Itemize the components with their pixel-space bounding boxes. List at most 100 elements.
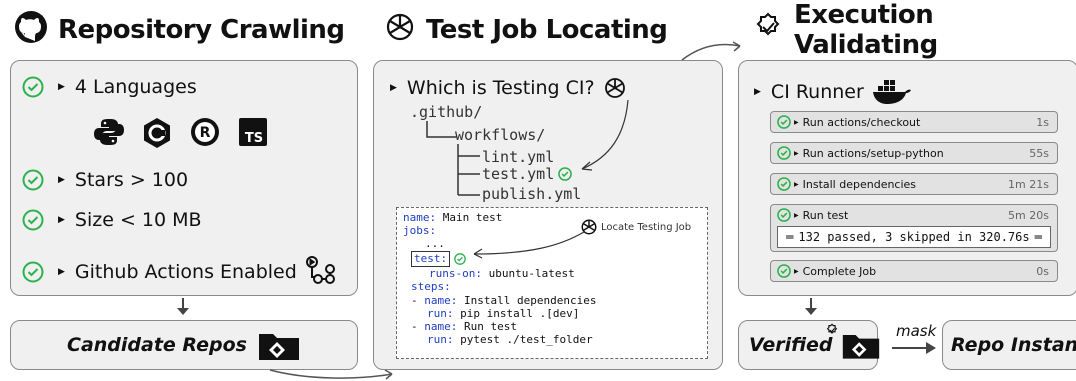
- curved-arrow-icon: [581, 99, 629, 171]
- check-icon: [777, 146, 791, 160]
- test-result-text: 132 passed, 3 skipped in 320.76s: [798, 230, 1030, 244]
- criterion-stars: ▶ Stars > 100: [22, 169, 188, 191]
- bullet-icon: ▶: [794, 118, 799, 126]
- code-key: runs-on:: [429, 267, 482, 280]
- tree-test: test.yml: [482, 165, 573, 183]
- code-key: name:: [403, 211, 437, 224]
- code-key: run:: [427, 307, 454, 320]
- down-arrow-icon: [805, 298, 817, 315]
- code-line-6: steps:: [411, 280, 451, 294]
- test-job-key: test:: [411, 251, 451, 267]
- heading-text: Repository Crawling: [58, 15, 345, 45]
- testing-ci-question: ▶ Which is Testing CI?: [384, 76, 627, 100]
- verified-label: Verified: [749, 334, 833, 356]
- criterion-label: Stars > 100: [74, 169, 189, 191]
- locate-arrow-icon: [473, 231, 585, 259]
- mask-label: mask: [896, 322, 937, 340]
- check-icon: [22, 261, 44, 283]
- python-icon: [92, 115, 126, 149]
- code-key: name:: [424, 320, 458, 333]
- step-label: Install dependencies: [802, 177, 917, 191]
- code-value: Run test: [457, 320, 517, 333]
- bullet-icon: ▶: [794, 267, 799, 275]
- criterion-label: 4 Languages: [74, 76, 197, 98]
- code-line-3: ...: [425, 237, 445, 251]
- code-value: pip install .[dev]: [453, 307, 580, 320]
- openai-icon: [603, 76, 627, 100]
- code-key: steps:: [411, 280, 451, 293]
- tree-lint: lint.yml: [482, 148, 555, 166]
- question-label: Which is Testing CI?: [406, 77, 595, 99]
- code-line-1: name: Main test: [403, 211, 502, 225]
- step-label: Run actions/checkout: [802, 115, 921, 129]
- openai-icon: [580, 218, 598, 236]
- step-label: Run actions/setup-python: [802, 146, 944, 160]
- verified-badge-icon: [752, 11, 784, 50]
- tree-workflows: workflows/: [455, 126, 546, 144]
- step-time: 55s: [1029, 146, 1049, 160]
- code-key: name:: [424, 294, 458, 307]
- code-line-8: run: pip install .[dev]: [427, 307, 579, 321]
- docker-icon: [872, 78, 912, 106]
- code-key: jobs:: [403, 224, 437, 237]
- verified-box: Verified: [738, 320, 881, 370]
- code-line-2: jobs:: [403, 224, 436, 238]
- flow-arrow-top: [681, 41, 741, 61]
- code-line-4: test:: [411, 251, 466, 267]
- step-time: 0s: [1036, 264, 1049, 278]
- bullet-icon: ▶: [754, 87, 761, 97]
- code-line-7: - name: Install dependencies: [411, 294, 596, 308]
- rust-icon: R: [188, 115, 222, 149]
- check-icon: [777, 115, 791, 129]
- code-dash: -: [411, 320, 425, 333]
- runner-label: CI Runner: [770, 81, 864, 103]
- step-time: 1s: [1036, 115, 1049, 129]
- code-line-5: runs-on: ubuntu-latest: [429, 267, 575, 281]
- ci-runner: ▶ CI Runner: [748, 78, 912, 106]
- criterion-actions: ▶ Github Actions Enabled: [22, 254, 339, 290]
- check-icon: [777, 177, 791, 191]
- repo-folder-icon: [841, 329, 881, 361]
- flow-arrow-bottom: [269, 369, 393, 380]
- check-icon: [22, 209, 44, 231]
- test-result-box: ═ 132 passed, 3 skipped in 320.76s ═: [777, 226, 1051, 248]
- check-icon: [22, 169, 44, 191]
- result-rule-icon: ═: [786, 230, 794, 244]
- code-value: Install dependencies: [457, 294, 597, 307]
- ci-step-run-test: ▶ Run test 5m 20s ═ 132 passed, 3 skippe…: [770, 204, 1058, 252]
- candidate-label: Candidate Repos: [67, 334, 247, 356]
- verified-badge-icon: [825, 323, 839, 337]
- bullet-icon: ▶: [58, 175, 65, 185]
- openai-icon: [384, 11, 416, 50]
- svg-text:TS: TS: [245, 131, 263, 146]
- bullet-icon: ▶: [58, 267, 65, 277]
- check-icon: [558, 167, 573, 181]
- typescript-icon: TS: [236, 115, 270, 149]
- repo-folder-icon: [257, 328, 301, 362]
- ci-step-complete: ▶ Complete Job 0s: [770, 260, 1058, 282]
- repo-instance-box: Repo Instance: [942, 320, 1076, 370]
- code-key: run:: [427, 333, 454, 346]
- code-dash: -: [411, 294, 425, 307]
- tree-github: .github/: [410, 103, 483, 121]
- code-value: pytest ./test_folder: [453, 333, 593, 346]
- criterion-label: Github Actions Enabled: [74, 261, 297, 283]
- code-value: Main test: [436, 211, 503, 224]
- down-arrow-icon: [177, 298, 189, 315]
- code-line-9: - name: Run test: [411, 320, 517, 334]
- svg-text:R: R: [200, 125, 211, 141]
- tree-publish: publish.yml: [482, 185, 582, 203]
- criterion-label: Size < 10 MB: [74, 209, 202, 231]
- step-label: Run test: [802, 208, 849, 222]
- step-label: Complete Job: [802, 264, 877, 278]
- heading-execution-validating: Execution Validating: [752, 0, 1076, 60]
- check-icon: [777, 208, 791, 222]
- workflow-yaml-box: name: Main test jobs: ... test: runs-on:…: [396, 207, 708, 359]
- result-rule-icon: ═: [1034, 230, 1042, 244]
- locate-label: Locate Testing Job: [601, 221, 692, 233]
- bullet-icon: ▶: [794, 149, 799, 157]
- code-line-10: run: pytest ./test_folder: [427, 333, 593, 347]
- tree-connectors: [426, 121, 480, 196]
- github-actions-icon: [303, 254, 339, 290]
- step-time: 1m 21s: [1008, 177, 1049, 191]
